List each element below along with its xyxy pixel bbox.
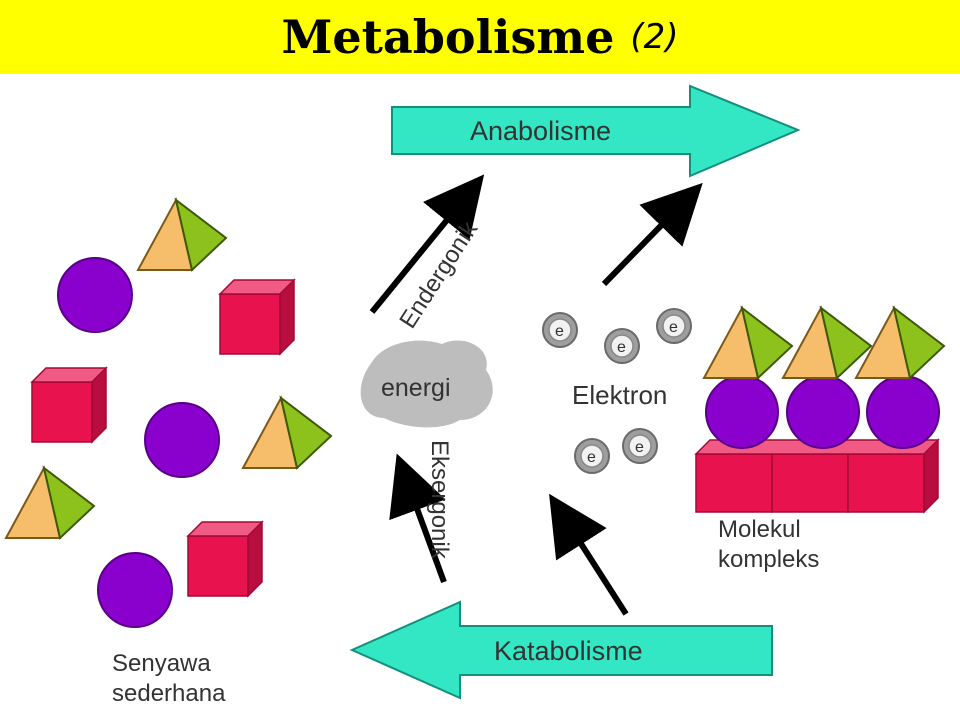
energy-blob — [360, 340, 493, 428]
red-cube — [219, 279, 295, 355]
electron-group: e e e e e — [542, 308, 692, 474]
catabolism-label: Katabolisme — [494, 636, 643, 666]
electron-icon: e — [604, 328, 640, 364]
electron-symbol: e — [587, 449, 596, 466]
complex-molecule-shapes — [694, 307, 945, 514]
pyramid-shape — [242, 397, 332, 469]
pyramid-shape — [855, 307, 945, 379]
purple-sphere — [57, 257, 133, 333]
electron-symbol: e — [555, 323, 564, 340]
purple-sphere — [97, 552, 173, 628]
electron-symbol: e — [617, 339, 626, 356]
pyramid-shape — [703, 307, 793, 379]
exergonic-arrow — [389, 453, 447, 584]
red-cube — [187, 521, 263, 597]
energy-label: energi — [381, 374, 451, 402]
purple-sphere — [786, 375, 860, 449]
lower-middle-arrow — [549, 493, 629, 616]
purple-sphere — [144, 402, 220, 478]
complex-molecule-label-line2: kompleks — [718, 546, 819, 573]
electron-icon: e — [574, 438, 610, 474]
anabolism-label: Anabolisme — [470, 116, 611, 146]
purple-sphere — [705, 375, 779, 449]
electron-icon: e — [542, 312, 578, 348]
electron-symbol: e — [669, 319, 678, 336]
simple-compounds-label-line1: Senyawa — [112, 650, 211, 677]
pyramid-shape — [782, 307, 872, 379]
catabolism-arrow — [349, 600, 773, 700]
page-title: Metabolisme — [281, 10, 615, 64]
page-title-suffix: (2) — [630, 17, 679, 57]
anabolism-arrow — [391, 84, 801, 178]
electron-label: Elektron — [572, 380, 667, 410]
complex-molecule-label-line1: Molekul — [718, 516, 801, 543]
pyramid-shape — [5, 467, 95, 539]
red-cube — [31, 367, 107, 443]
purple-sphere — [866, 375, 940, 449]
simple-compounds-shapes — [5, 199, 332, 628]
simple-compounds-label-line2: sederhana — [112, 680, 226, 707]
title-bar: Metabolisme (2) — [0, 0, 960, 74]
electron-icon: e — [622, 428, 658, 464]
upper-right-arrow — [601, 182, 703, 287]
electron-symbol: e — [635, 439, 644, 456]
endergonic-arrow — [369, 174, 485, 314]
pyramid-shape — [137, 199, 227, 271]
electron-icon: e — [656, 308, 692, 344]
exergonic-label: Eksergonik — [426, 440, 453, 560]
